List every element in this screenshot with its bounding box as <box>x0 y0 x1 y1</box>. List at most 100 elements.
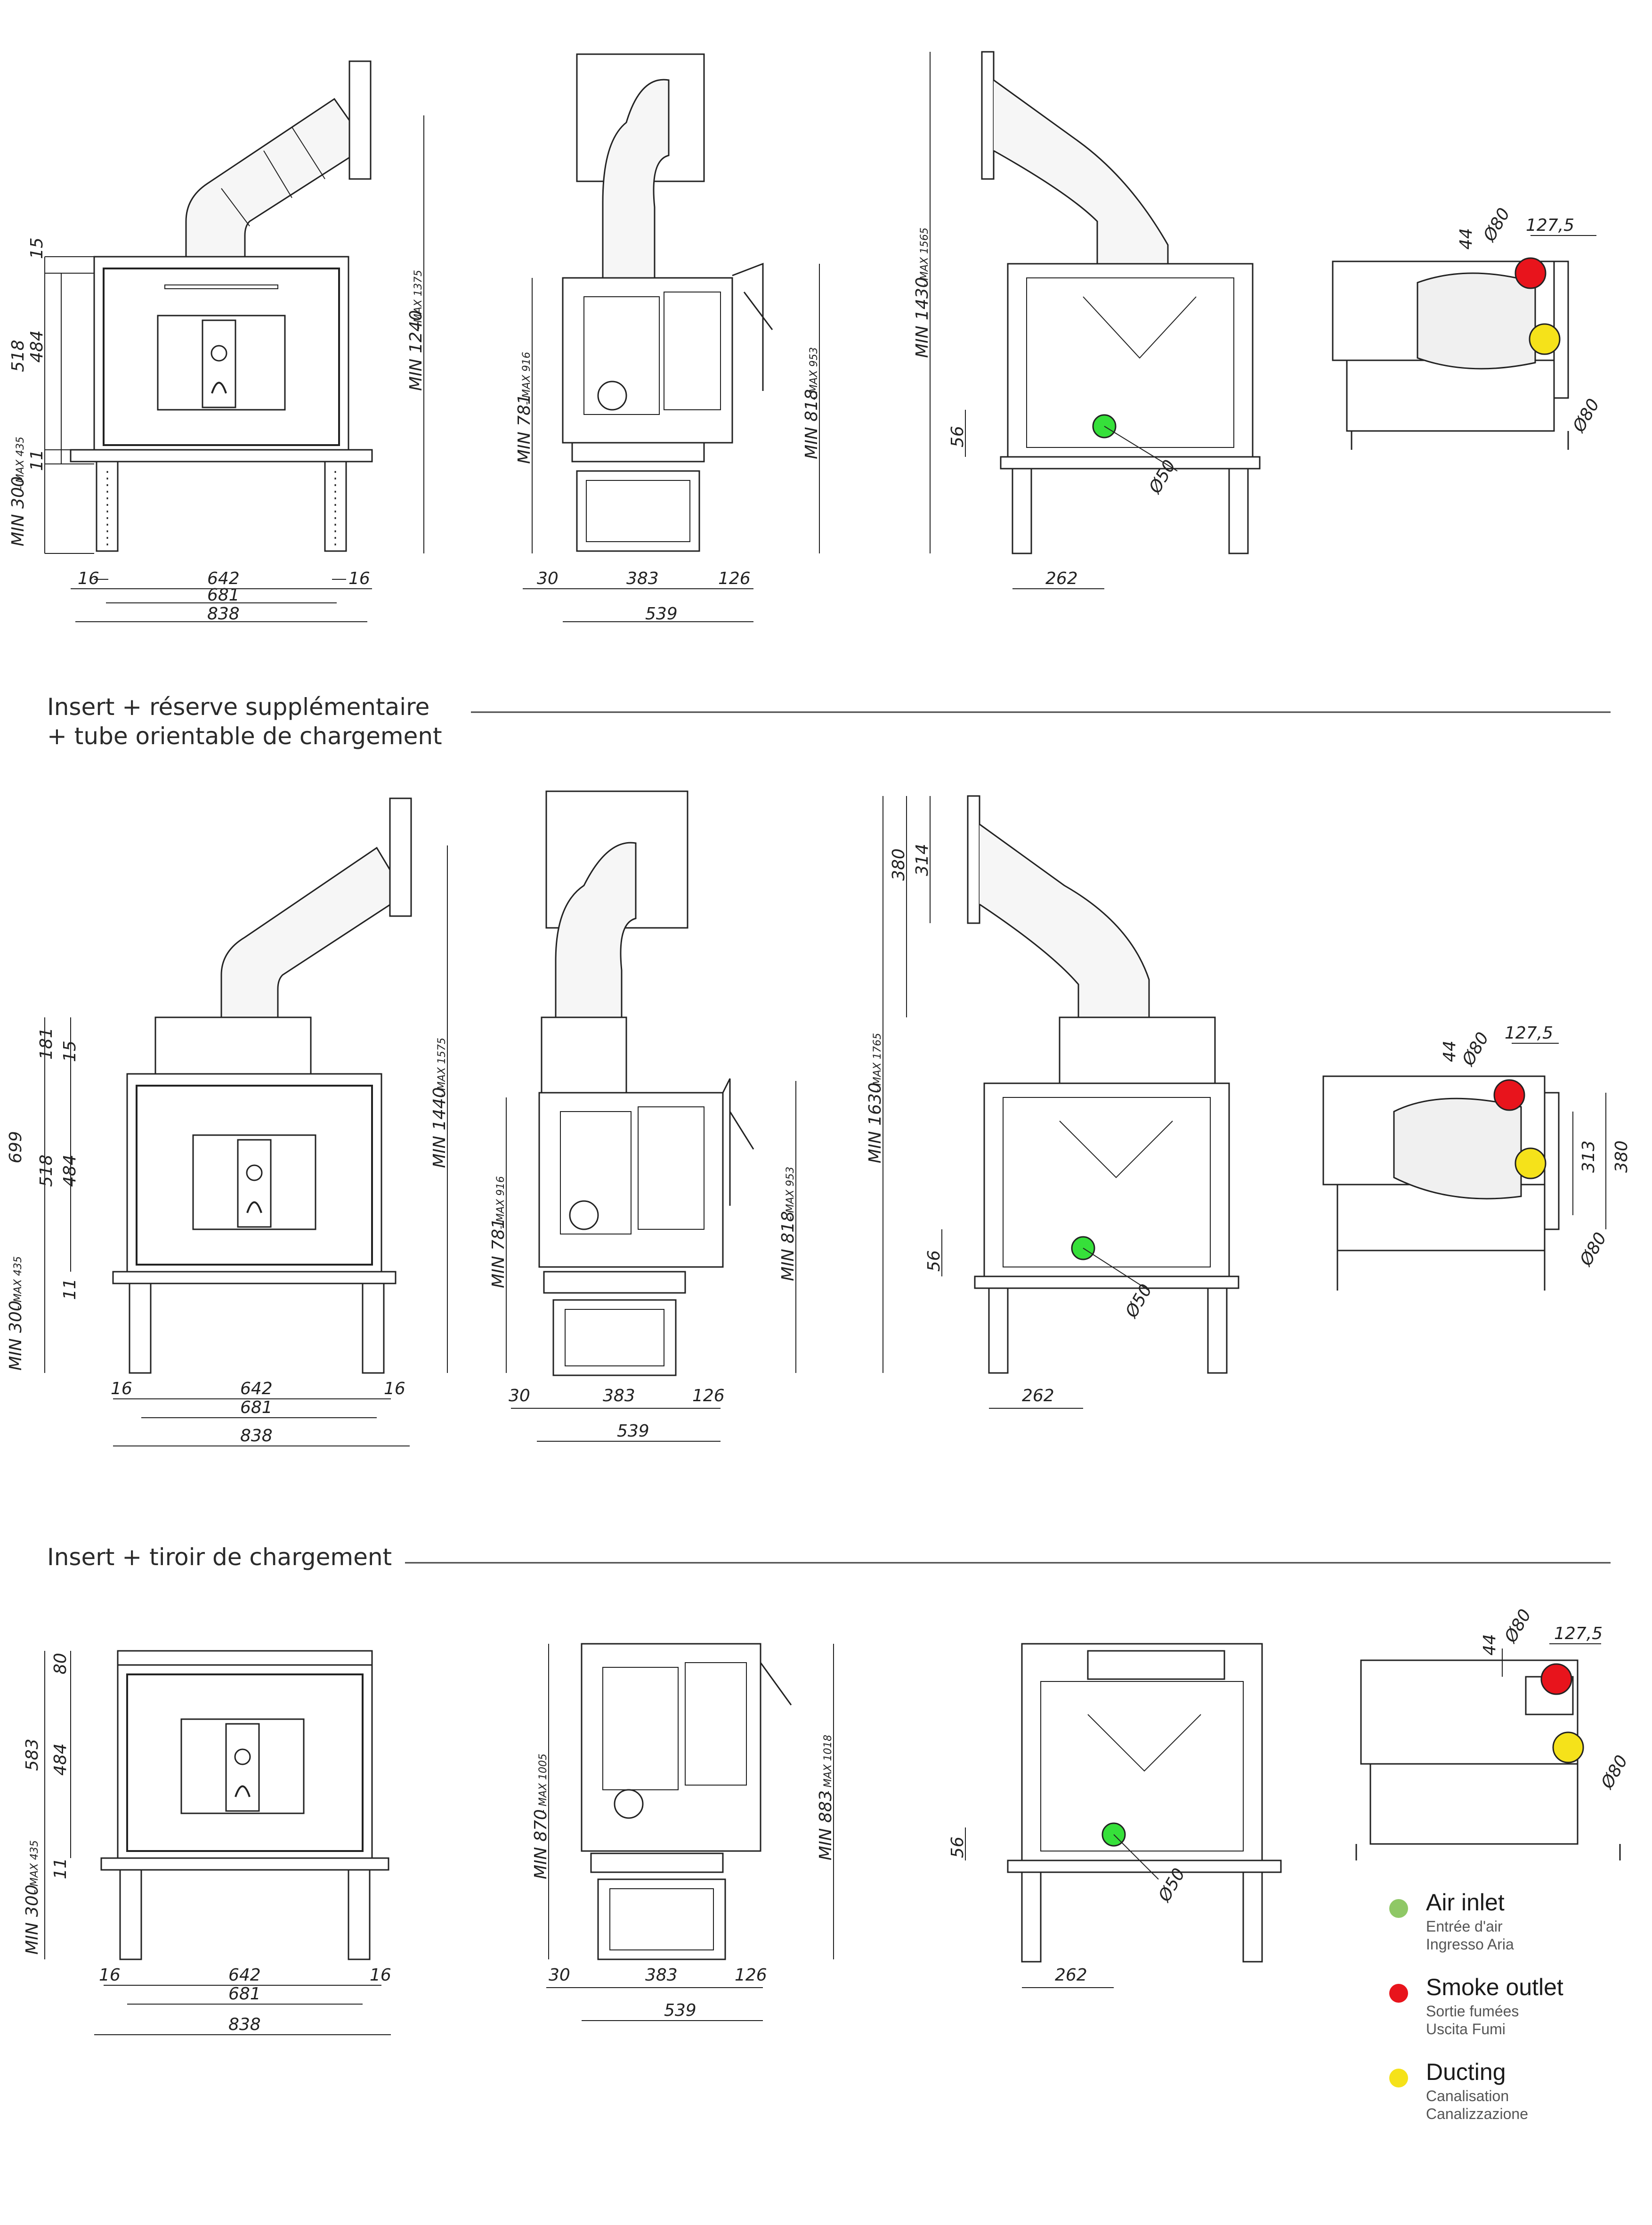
dim-label: MIN 300 <box>6 1300 25 1371</box>
dim-label: MIN 1440 <box>430 1087 449 1168</box>
dim-label: - MAX 1575 <box>436 1038 448 1097</box>
legend-fr: Entrée d'air <box>1426 1918 1503 1935</box>
dim-label: 30 <box>509 1386 530 1405</box>
dim-label: - MAX 953 <box>808 347 820 400</box>
dim-label: Ø80 <box>1597 1752 1632 1793</box>
dim-label: 838 <box>240 1426 273 1445</box>
dim-label: 127,5 <box>1526 216 1574 235</box>
dim-label: MIN 870 <box>531 1809 551 1879</box>
dim-label: MIN 300 <box>23 1884 42 1955</box>
dim-label: 484 <box>60 1154 80 1187</box>
dim-label: - MAX 435 <box>12 1256 24 1309</box>
r1-top-view <box>1332 257 1569 450</box>
r1-side-dimensions <box>523 264 820 622</box>
dim-label: 56 <box>924 1250 944 1272</box>
dim-label: Ø50 <box>1121 1281 1156 1322</box>
dim-label: 681 <box>240 1398 273 1417</box>
dim-label: 30 <box>537 569 559 588</box>
dim-label: 15 <box>60 1040 80 1062</box>
dim-label: 181 <box>37 1027 56 1060</box>
r1-back-view <box>981 51 1261 554</box>
dim-label: 838 <box>207 604 240 624</box>
dim-label: 681 <box>207 585 240 605</box>
legend-it: Ingresso Aria <box>1426 1936 1514 1953</box>
r3-side-labels: MIN 870 - MAX 1005 MIN 883 - MAX 1018 30… <box>531 1735 835 2020</box>
dim-label: MIN 300 <box>8 476 28 546</box>
dim-label: - MAX 435 <box>29 1840 40 1893</box>
section-title-1: Insert + réserve supplémentaire + tube o… <box>47 693 442 750</box>
dim-label: - MAX 1018 <box>822 1735 834 1795</box>
dim-label: - MAX 953 <box>785 1167 796 1220</box>
dim-label: MIN 1240 <box>406 310 426 391</box>
dim-label: 642 <box>240 1379 273 1398</box>
dim-label: 56 <box>948 1836 967 1858</box>
r1-front-view <box>70 60 373 552</box>
legend: Air inlet Entrée d'air Ingresso Aria Smo… <box>1389 1889 1634 2143</box>
ducting-dot-icon <box>1389 2069 1408 2087</box>
dim-label: 383 <box>645 1965 678 1985</box>
legend-fr: Canalisation <box>1426 2087 1509 2104</box>
dim-label: 642 <box>228 1965 261 1985</box>
dim-label: - MAX 916 <box>521 352 533 405</box>
legend-item-air-inlet: Air inlet Entrée d'air Ingresso Aria <box>1389 1889 1634 1973</box>
dim-label: 44 <box>1480 1634 1499 1656</box>
dim-label: 126 <box>718 569 751 588</box>
dim-label: 126 <box>735 1965 767 1985</box>
r2-top-view <box>1322 1075 1560 1291</box>
r2-side-view <box>538 790 754 1376</box>
r1-side-labels: MIN 781 - MAX 916 MIN 818 - MAX 953 30 3… <box>515 347 821 624</box>
dim-label: Ø80 <box>1479 205 1514 245</box>
dim-label: 484 <box>51 1743 70 1776</box>
r2-top-dimensions <box>1512 1043 1606 1229</box>
dim-label: MIN 781 <box>489 1218 508 1288</box>
dim-label: MIN 1430 <box>913 277 932 358</box>
dim-label: Ø50 <box>1154 1865 1189 1906</box>
dim-label: 518 <box>8 340 28 372</box>
dim-label: 383 <box>603 1386 635 1405</box>
dim-label: 80 <box>51 1653 70 1674</box>
dim-label: - MAX 1375 <box>413 270 424 330</box>
r3-side-view <box>581 1643 792 1960</box>
dim-label: MIN 818 <box>802 389 821 459</box>
dim-label: 262 <box>1055 1965 1087 1985</box>
dim-label: 11 <box>51 1858 70 1879</box>
dim-label: Ø80 <box>1458 1029 1493 1070</box>
air-inlet-dot-icon <box>1389 1899 1408 1918</box>
dim-label: - MAX 916 <box>495 1176 507 1229</box>
dim-label: 642 <box>207 569 240 588</box>
smoke-outlet-dot-icon <box>1389 1984 1408 2003</box>
r1-back-dimensions <box>930 52 1178 589</box>
dim-label: - MAX 1005 <box>537 1754 549 1813</box>
r1-back-labels: MIN 1430 - MAX 1565 56 Ø50 262 <box>913 227 1180 588</box>
r3-top-dimensions <box>1502 1643 1601 1677</box>
r3-front-dimensions <box>44 1651 391 2035</box>
r2-front-labels: 181 15 699 518 484 11 MIN 300 - MAX 435 … <box>6 1027 449 1445</box>
dim-label: 126 <box>692 1386 725 1405</box>
dim-label: 313 <box>1579 1140 1598 1173</box>
dim-label: 30 <box>549 1965 570 1985</box>
dim-label: 380 <box>889 848 908 881</box>
r3-top-labels: 44 Ø80 127,5 Ø80 <box>1480 1606 1632 1793</box>
dim-label: - MAX 1565 <box>919 227 931 287</box>
r2-back-view <box>967 795 1239 1374</box>
legend-label: Ducting <box>1426 2059 1506 2085</box>
r3-front-view <box>100 1650 389 1960</box>
dim-label: 16 <box>348 569 370 588</box>
dim-label: 44 <box>1457 228 1476 250</box>
r2-front-view <box>112 797 412 1374</box>
r3-front-labels: 80 583 484 11 MIN 300 - MAX 435 16 642 1… <box>23 1653 391 2034</box>
dim-label: 314 <box>913 844 932 876</box>
dim-label: 262 <box>1022 1386 1054 1405</box>
legend-it: Uscita Fumi <box>1426 2021 1506 2038</box>
dim-label: 583 <box>23 1738 42 1771</box>
dim-label: 127,5 <box>1554 1624 1603 1643</box>
legend-fr: Sortie fumées <box>1426 2003 1519 2020</box>
r1-front-labels: 15 518 484 11 MIN 300 - MAX 435 MIN 1240… <box>8 237 426 624</box>
dim-label: 484 <box>27 330 47 363</box>
dim-label: 11 <box>60 1278 80 1300</box>
r2-side-dimensions <box>506 1081 796 1442</box>
dim-label: MIN 781 <box>515 394 534 464</box>
dim-label: 539 <box>664 2001 696 2020</box>
dim-label: - MAX 1765 <box>872 1033 883 1093</box>
r2-back-dimensions <box>883 796 1150 1409</box>
